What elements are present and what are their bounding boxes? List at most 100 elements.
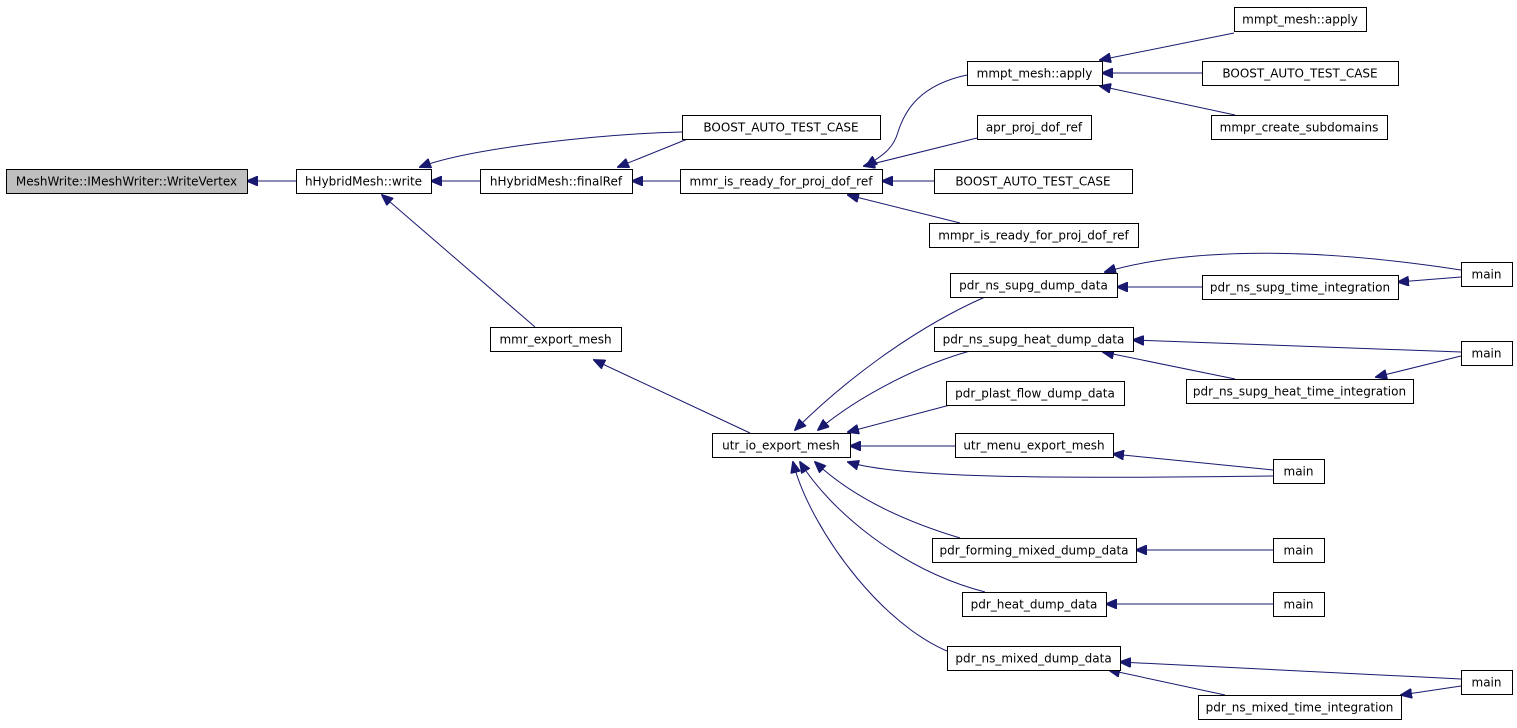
node-label: pdr_forming_mixed_dump_data bbox=[939, 544, 1128, 558]
graph-node[interactable]: mmpt_mesh::apply bbox=[1234, 7, 1367, 32]
root-node-box[interactable] bbox=[6, 169, 248, 194]
node-box[interactable] bbox=[962, 592, 1107, 617]
node-box[interactable] bbox=[1202, 275, 1399, 300]
node-label: BOOST_AUTO_TEST_CASE bbox=[1222, 67, 1377, 81]
node-box[interactable] bbox=[490, 327, 622, 352]
node-box[interactable] bbox=[955, 433, 1114, 458]
graph-node[interactable]: MeshWrite::IMeshWriter::WriteVertex bbox=[6, 169, 248, 194]
graph-node[interactable]: pdr_plast_flow_dump_data bbox=[946, 381, 1125, 406]
graph-node[interactable]: mmr_export_mesh bbox=[490, 327, 622, 352]
node-label: hHybridMesh::finalRef bbox=[490, 175, 623, 189]
node-label: pdr_heat_dump_data bbox=[971, 598, 1098, 612]
node-label: pdr_ns_supg_time_integration bbox=[1210, 281, 1390, 295]
node-box[interactable] bbox=[1234, 7, 1367, 32]
node-box[interactable] bbox=[1273, 538, 1325, 563]
node-label: main bbox=[1472, 268, 1502, 282]
call-edge-n11-to-n4 bbox=[848, 195, 961, 224]
graph-node[interactable]: utr_menu_export_mesh bbox=[955, 433, 1114, 458]
graph-node[interactable]: pdr_ns_mixed_time_integration bbox=[1198, 695, 1402, 720]
graph-node[interactable]: utr_io_export_mesh bbox=[712, 433, 851, 458]
node-box[interactable] bbox=[1202, 61, 1399, 86]
call-edge-n16-to-n15 bbox=[1398, 277, 1462, 282]
graph-node[interactable]: main bbox=[1461, 341, 1513, 366]
node-box[interactable] bbox=[1186, 379, 1414, 404]
node-label: mmr_is_ready_for_proj_dof_ref bbox=[690, 175, 874, 189]
node-box[interactable] bbox=[946, 381, 1125, 406]
call-edge-n18-to-n19 bbox=[1376, 355, 1462, 377]
node-box[interactable] bbox=[480, 169, 633, 194]
node-box[interactable] bbox=[1461, 670, 1513, 695]
node-box[interactable] bbox=[712, 433, 851, 458]
call-edge-n3-to-n1 bbox=[420, 131, 683, 167]
node-box[interactable] bbox=[1461, 262, 1513, 287]
graph-node[interactable]: hHybridMesh::write bbox=[296, 169, 432, 194]
graph-node[interactable]: pdr_ns_supg_time_integration bbox=[1202, 275, 1399, 300]
node-box[interactable] bbox=[1273, 459, 1325, 484]
graph-node[interactable]: BOOST_AUTO_TEST_CASE bbox=[682, 115, 881, 140]
graph-node[interactable]: main bbox=[1273, 459, 1325, 484]
graph-node[interactable]: main bbox=[1273, 538, 1325, 563]
node-label: pdr_ns_supg_heat_time_integration bbox=[1193, 385, 1406, 399]
node-label: pdr_ns_supg_heat_dump_data bbox=[943, 333, 1125, 347]
call-edge-n22-to-n21 bbox=[1113, 454, 1274, 471]
node-box[interactable] bbox=[1198, 695, 1402, 720]
node-box[interactable] bbox=[950, 273, 1118, 298]
graph-node[interactable]: pdr_ns_mixed_dump_data bbox=[947, 646, 1121, 671]
graph-node[interactable]: mmpr_create_subdomains bbox=[1211, 115, 1388, 140]
node-label: mmpr_create_subdomains bbox=[1220, 121, 1379, 135]
call-edge-n5-to-n4 bbox=[866, 74, 968, 166]
graph-node[interactable]: pdr_ns_supg_heat_dump_data bbox=[934, 327, 1134, 352]
graph-node[interactable]: pdr_ns_supg_heat_time_integration bbox=[1186, 379, 1414, 404]
call-edge-n12-to-n1 bbox=[382, 195, 536, 328]
call-edge-n25-to-n13 bbox=[800, 462, 986, 593]
node-label: hHybridMesh::write bbox=[305, 175, 422, 189]
node-label: pdr_ns_supg_dump_data bbox=[959, 279, 1108, 293]
graph-node[interactable]: pdr_ns_supg_dump_data bbox=[950, 273, 1118, 298]
node-box[interactable] bbox=[1273, 592, 1325, 617]
graph-node[interactable]: main bbox=[1461, 262, 1513, 287]
node-label: mmpr_is_ready_for_proj_dof_ref bbox=[938, 229, 1129, 243]
node-box[interactable] bbox=[296, 169, 432, 194]
call-edge-n19-to-n17 bbox=[1103, 352, 1236, 380]
node-box[interactable] bbox=[682, 115, 881, 140]
node-box[interactable] bbox=[680, 169, 883, 194]
node-box[interactable] bbox=[929, 223, 1139, 248]
graph-node[interactable]: main bbox=[1273, 592, 1325, 617]
call-edge-n8-to-n5 bbox=[1100, 86, 1236, 116]
node-label: pdr_ns_mixed_dump_data bbox=[955, 652, 1111, 666]
node-layer: MeshWrite::IMeshWriter::WriteVertex hHybr… bbox=[6, 7, 1513, 720]
call-edge-n23-to-n13 bbox=[815, 462, 961, 539]
call-edge-n28-to-n27 bbox=[1120, 662, 1462, 680]
call-edge-n3-to-n2 bbox=[618, 137, 691, 167]
node-box[interactable] bbox=[977, 115, 1092, 140]
call-edge-n29-to-n27 bbox=[1109, 670, 1226, 696]
edge-layer bbox=[247, 32, 1462, 696]
node-box[interactable] bbox=[1211, 115, 1388, 140]
node-box[interactable] bbox=[934, 169, 1133, 194]
call-edge-n22-to-n13 bbox=[848, 462, 1274, 478]
graph-node[interactable]: mmpt_mesh::apply bbox=[967, 61, 1103, 86]
call-edge-n9-to-n4 bbox=[864, 137, 978, 166]
node-box[interactable] bbox=[967, 61, 1103, 86]
node-label: main bbox=[1284, 544, 1314, 558]
call-edge-n13-to-n12 bbox=[594, 360, 751, 434]
node-label: utr_io_export_mesh bbox=[722, 439, 840, 453]
node-box[interactable] bbox=[932, 538, 1137, 563]
node-box[interactable] bbox=[934, 327, 1134, 352]
graph-node[interactable]: apr_proj_dof_ref bbox=[977, 115, 1092, 140]
graph-node[interactable]: hHybridMesh::finalRef bbox=[480, 169, 633, 194]
node-box[interactable] bbox=[1461, 341, 1513, 366]
node-label: BOOST_AUTO_TEST_CASE bbox=[703, 121, 858, 135]
graph-node[interactable]: main bbox=[1461, 670, 1513, 695]
graph-node[interactable]: BOOST_AUTO_TEST_CASE bbox=[934, 169, 1133, 194]
node-label: main bbox=[1472, 347, 1502, 361]
graph-node[interactable]: pdr_heat_dump_data bbox=[962, 592, 1107, 617]
graph-node[interactable]: pdr_forming_mixed_dump_data bbox=[932, 538, 1137, 563]
graph-node[interactable]: mmpr_is_ready_for_proj_dof_ref bbox=[929, 223, 1139, 248]
node-box[interactable] bbox=[947, 646, 1121, 671]
node-label: utr_menu_export_mesh bbox=[963, 439, 1104, 453]
node-label: MeshWrite::IMeshWriter::WriteVertex bbox=[16, 175, 237, 189]
graph-node[interactable]: BOOST_AUTO_TEST_CASE bbox=[1202, 61, 1399, 86]
graph-node[interactable]: mmr_is_ready_for_proj_dof_ref bbox=[680, 169, 883, 194]
